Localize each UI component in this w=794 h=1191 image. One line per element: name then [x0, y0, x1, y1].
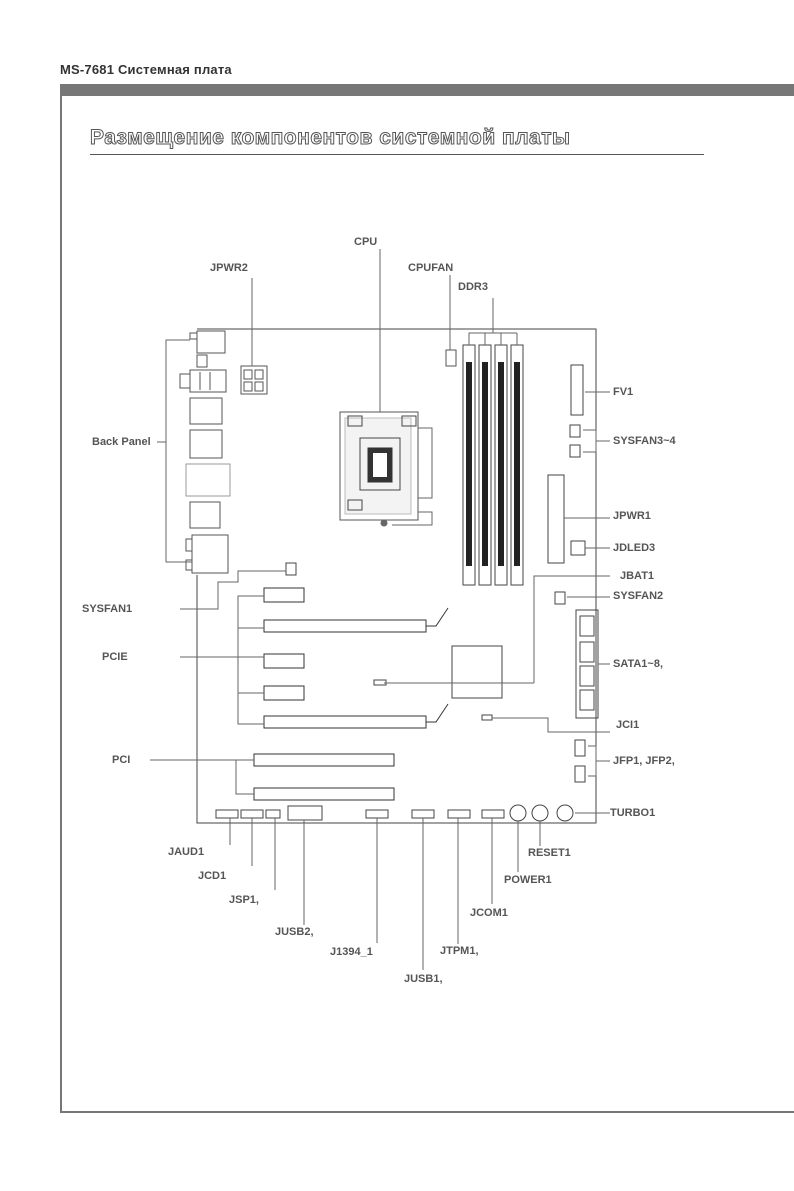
- pci-slots: [254, 754, 394, 800]
- label-cpu: CPU: [354, 236, 377, 248]
- label-jpwr2: JPWR2: [210, 262, 248, 274]
- label-jcd1: JCD1: [198, 870, 226, 882]
- back-panel-connectors: [180, 331, 230, 573]
- sysfan1-header: [286, 563, 296, 575]
- label-reset1: RESET1: [528, 847, 571, 859]
- jpwr1-connector: [548, 475, 564, 563]
- sysfan2-header: [555, 592, 565, 604]
- label-sysfan1: SYSFAN1: [82, 603, 132, 615]
- fv1-header: [571, 365, 583, 415]
- label-jusb1: JUSB1,: [404, 973, 443, 985]
- label-jpwr1: JPWR1: [613, 510, 651, 522]
- jdled3-header: [571, 541, 585, 555]
- label-jsp1: JSP1,: [229, 894, 259, 906]
- label-jdled3: JDLED3: [613, 542, 655, 554]
- label-jci1: JCI1: [616, 719, 639, 731]
- label-sysfan2: SYSFAN2: [613, 590, 663, 602]
- label-jtpm1: JTPM1,: [440, 945, 479, 957]
- label-turbo1: TURBO1: [610, 807, 655, 819]
- label-j1394: J1394_1: [330, 946, 373, 958]
- leader-lines: [150, 249, 610, 970]
- label-sata: SATA1~8,: [613, 658, 663, 670]
- label-pcie: PCIE: [102, 651, 128, 663]
- label-pci: PCI: [112, 754, 130, 766]
- chipset: [452, 646, 502, 698]
- jpwr2-connector: [241, 366, 267, 394]
- label-jaud1: JAUD1: [168, 846, 204, 858]
- pcie-slots: [264, 588, 448, 728]
- label-jfp: JFP1, JFP2,: [613, 755, 675, 767]
- label-jbat1: JBAT1: [620, 570, 654, 582]
- label-jcom1: JCOM1: [470, 907, 508, 919]
- label-cpufan: CPUFAN: [408, 262, 453, 274]
- label-back-panel: Back Panel: [92, 436, 151, 448]
- sysfan4-header: [570, 445, 580, 457]
- label-ddr3: DDR3: [458, 281, 488, 293]
- cpufan-header: [446, 350, 456, 366]
- label-jusb2: JUSB2,: [275, 926, 314, 938]
- ddr3-slots: [463, 345, 523, 585]
- sysfan3-header: [570, 425, 580, 437]
- sata-ports: [576, 610, 598, 718]
- label-sysfan3-4: SYSFAN3~4: [613, 435, 676, 447]
- cpu-socket: [340, 412, 432, 526]
- label-power1: POWER1: [504, 874, 552, 886]
- label-fv1: FV1: [613, 386, 633, 398]
